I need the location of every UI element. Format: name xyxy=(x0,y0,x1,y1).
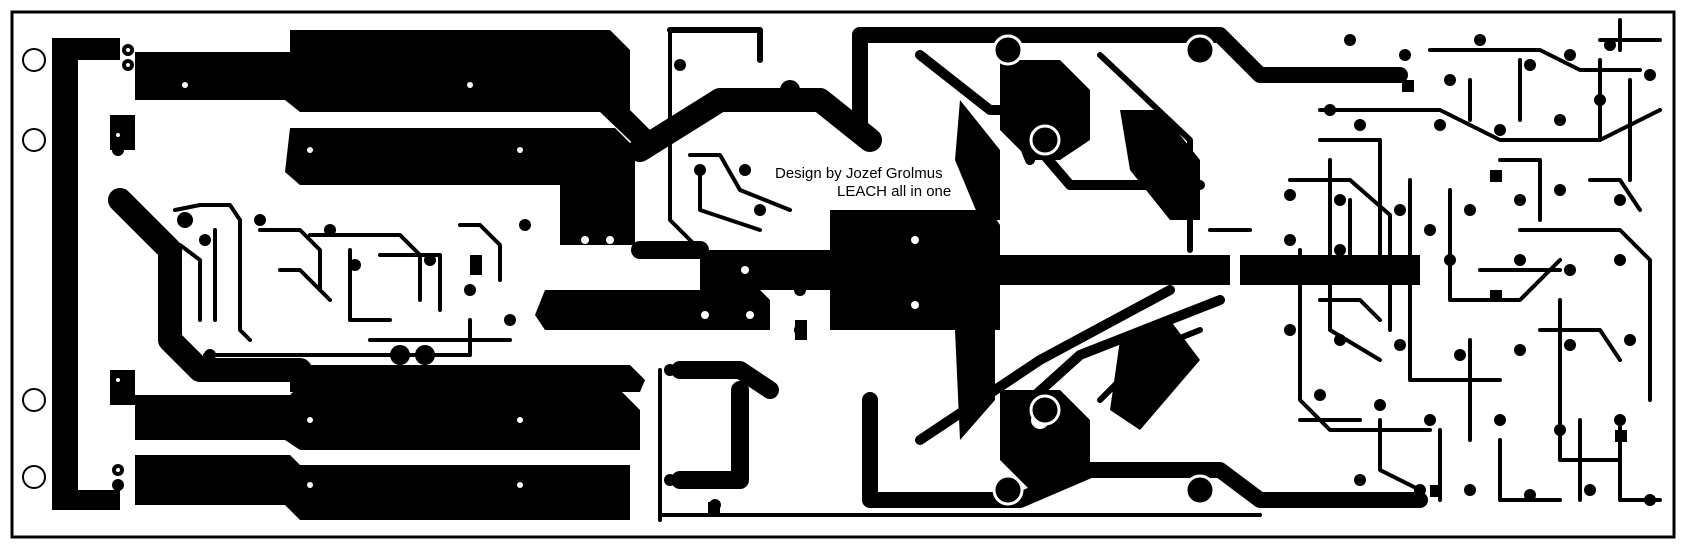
supply-rail-upper xyxy=(135,30,660,245)
driver-traces-left xyxy=(108,188,512,382)
large-vias xyxy=(992,34,1216,506)
power-traces-center xyxy=(628,27,1428,522)
component-pads xyxy=(112,34,1656,514)
mounting-hole xyxy=(22,128,46,152)
credit-line-1: Design by Jozef Grolmus xyxy=(775,165,943,182)
mounting-holes xyxy=(22,48,46,489)
mounting-hole xyxy=(22,388,46,412)
supply-rail-lower xyxy=(135,365,645,520)
mounting-hole xyxy=(22,465,46,489)
transistor-pads xyxy=(955,60,1200,490)
signal-traces-right xyxy=(1258,18,1662,502)
credit-line-2: LEACH all in one xyxy=(837,183,951,200)
mounting-hole xyxy=(22,48,46,72)
